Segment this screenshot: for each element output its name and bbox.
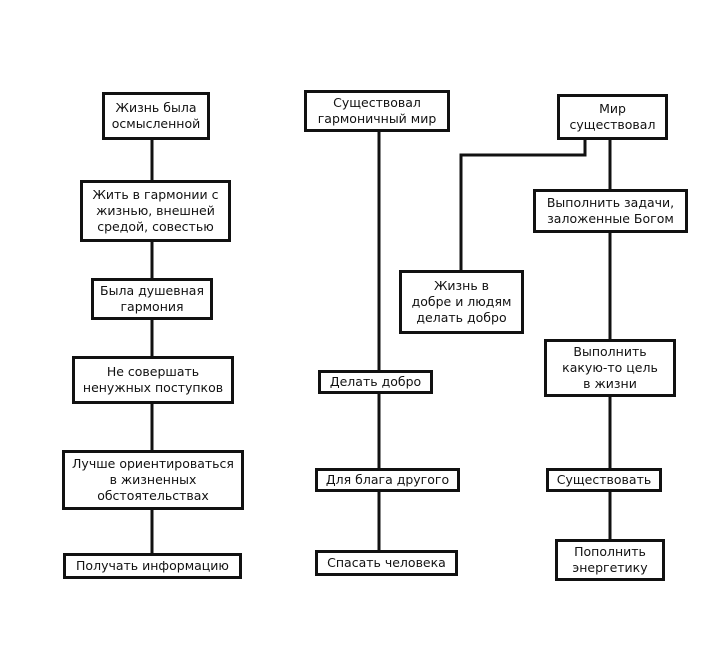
node-do-good: Делать добро bbox=[318, 370, 433, 394]
node-exist: Существовать bbox=[546, 468, 662, 492]
node-save-person: Спасать человека bbox=[315, 550, 458, 576]
node-better-orientation: Лучше ориентироваться в жизненных обстоя… bbox=[62, 450, 244, 510]
node-avoid-needless-acts: Не совершать ненужных поступков bbox=[72, 356, 234, 404]
node-life-in-goodness: Жизнь в добре и людям делать добро bbox=[399, 270, 524, 334]
node-soul-harmony: Была душевная гармония bbox=[91, 278, 213, 320]
node-harmonious-world-existed: Существовал гармоничный мир bbox=[304, 90, 450, 132]
node-live-in-harmony: Жить в гармонии с жизнью, внешней средой… bbox=[80, 180, 231, 242]
node-world-existed: Мир существовал bbox=[557, 94, 668, 140]
node-life-meaningful: Жизнь была осмысленной bbox=[102, 92, 210, 140]
node-get-information: Получать информацию bbox=[63, 553, 242, 579]
node-life-goal: Выполнить какую-то цель в жизни bbox=[544, 339, 676, 397]
node-replenish-energy: Пополнить энергетику bbox=[555, 539, 665, 581]
node-god-given-tasks: Выполнить задачи, заложенные Богом bbox=[533, 189, 688, 233]
node-for-others-benefit: Для блага другого bbox=[315, 468, 460, 492]
connector-c3-1-side bbox=[459, 140, 587, 270]
